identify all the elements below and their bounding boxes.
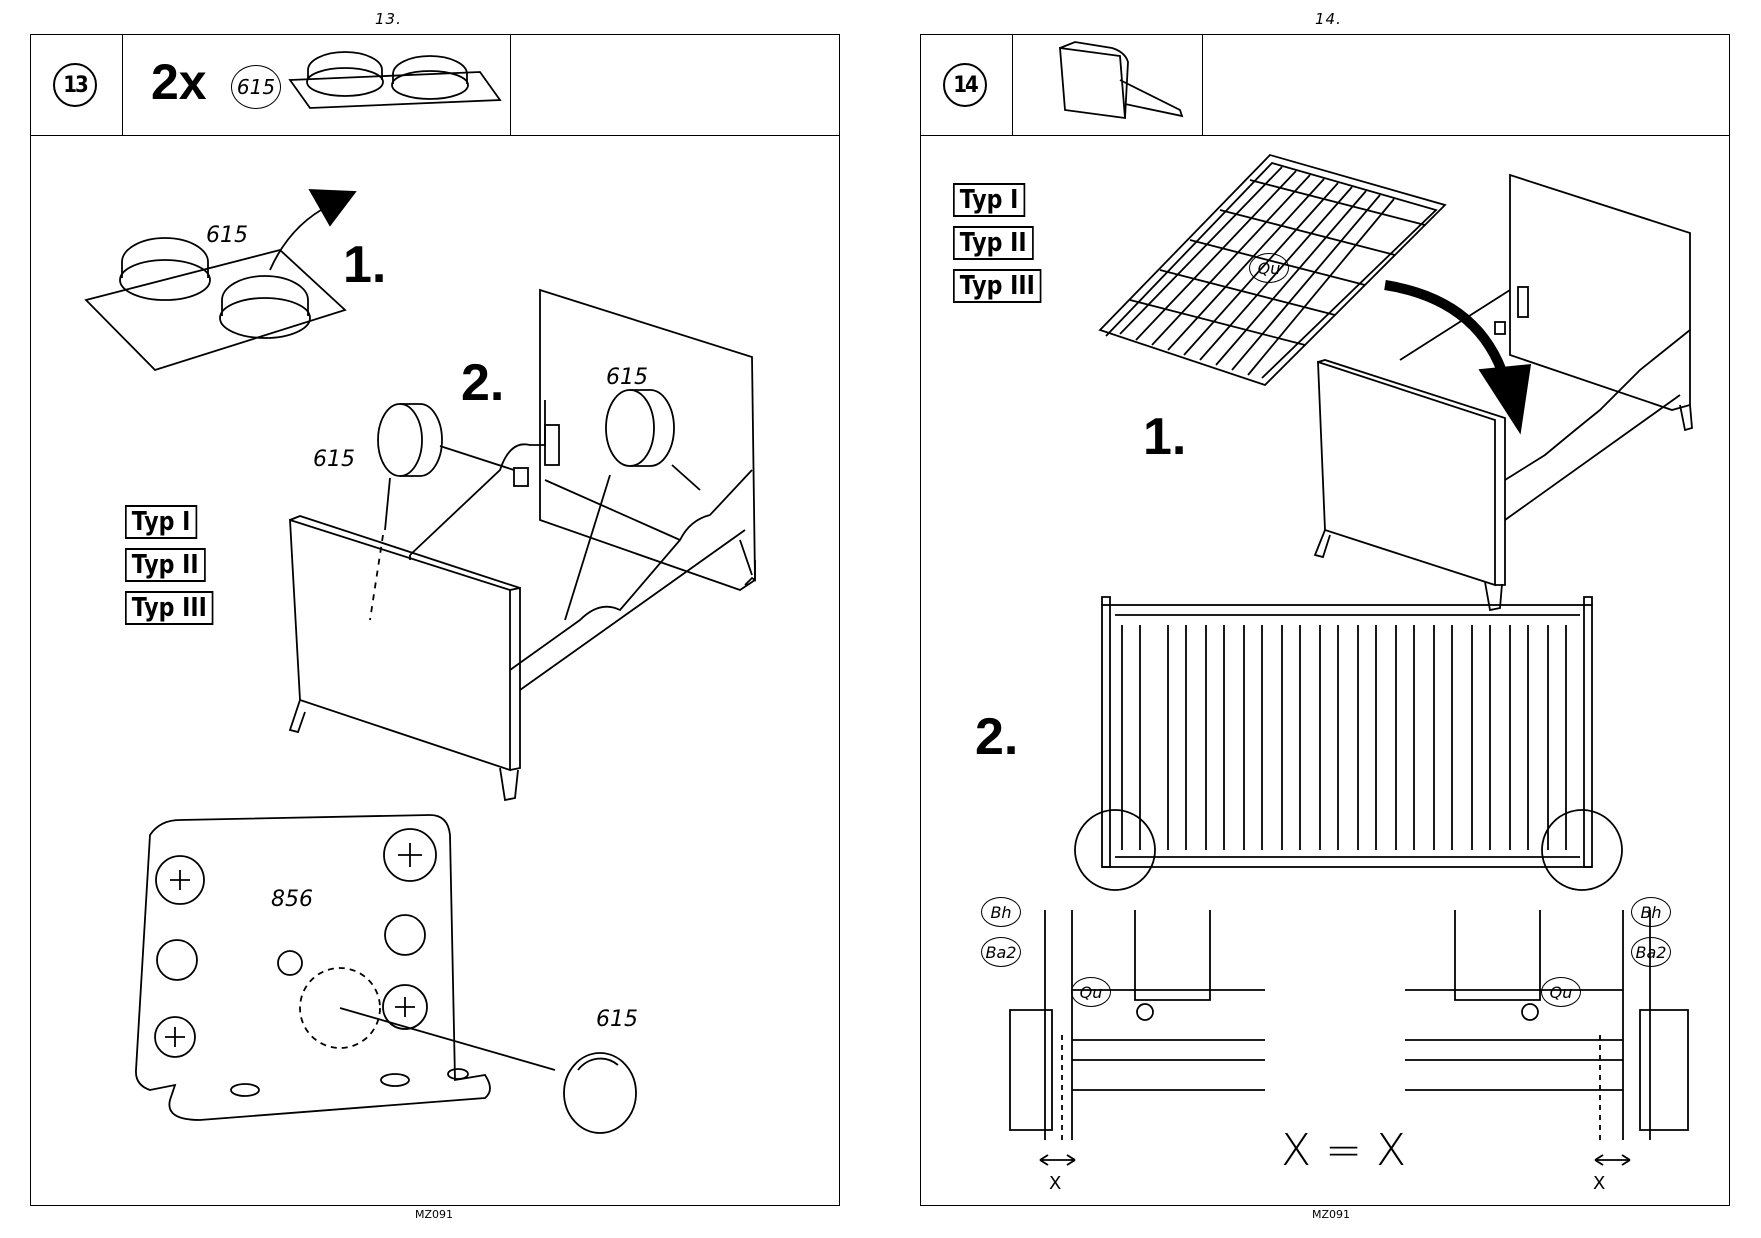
type-label: Typ II bbox=[125, 548, 206, 582]
step-1-label: 1. bbox=[1143, 408, 1187, 466]
page-number-right: 14. bbox=[1315, 10, 1342, 28]
instruction-sheet-step-14: 14 Typ I Typ II Typ III 1. 2. Qu Bh Ba2 … bbox=[920, 34, 1730, 1206]
quantity-label: 2x bbox=[151, 54, 207, 110]
step-number-badge: 14 bbox=[943, 63, 987, 107]
bh-tag: Bh bbox=[1631, 897, 1671, 927]
type-label: Typ III bbox=[953, 269, 1042, 303]
footer-code-right: MZ091 bbox=[1312, 1208, 1351, 1221]
step-header: 14 bbox=[921, 35, 1729, 136]
instruction-sheet-step-13: 13 2x 615 Typ I Typ II Typ III 1. 2. 615… bbox=[30, 34, 840, 1206]
type-list: Typ I Typ II Typ III bbox=[125, 505, 229, 634]
step-2-label: 2. bbox=[461, 354, 505, 412]
parts-cell: 2x 615 bbox=[123, 35, 511, 135]
type-label: Typ I bbox=[125, 505, 198, 539]
step-1-label: 1. bbox=[343, 236, 387, 294]
ba2-tag: Ba2 bbox=[981, 937, 1021, 967]
type-label: Typ II bbox=[953, 226, 1034, 260]
ba2-tag: Ba2 bbox=[1631, 937, 1671, 967]
qu-tag: Qu bbox=[1071, 977, 1111, 1007]
part-label: 615 bbox=[206, 223, 248, 248]
part-tag: 615 bbox=[231, 65, 281, 109]
page-number-left: 13. bbox=[375, 10, 402, 28]
bh-tag: Bh bbox=[981, 897, 1021, 927]
step-2-label: 2. bbox=[975, 708, 1019, 766]
tool-cell bbox=[1013, 35, 1203, 135]
step-number-badge: 13 bbox=[53, 63, 97, 107]
step-number-cell: 14 bbox=[921, 35, 1013, 135]
step-number-cell: 13 bbox=[31, 35, 123, 135]
x-mark: X bbox=[1593, 1173, 1606, 1194]
slat-tag: Qu bbox=[1249, 253, 1289, 283]
part-label: 615 bbox=[596, 1007, 638, 1032]
part-label: 856 bbox=[271, 887, 313, 912]
type-list: Typ I Typ II Typ III bbox=[953, 183, 1057, 312]
type-label: Typ I bbox=[953, 183, 1026, 217]
part-label: 615 bbox=[313, 447, 355, 472]
qu-tag: Qu bbox=[1541, 977, 1581, 1007]
step-header: 13 2x 615 bbox=[31, 35, 839, 136]
type-label: Typ III bbox=[125, 591, 214, 625]
equation-label: X = X bbox=[1281, 1125, 1407, 1176]
x-mark: X bbox=[1049, 1173, 1062, 1194]
footer-code-left: MZ091 bbox=[415, 1208, 454, 1221]
part-label: 615 bbox=[606, 365, 648, 390]
